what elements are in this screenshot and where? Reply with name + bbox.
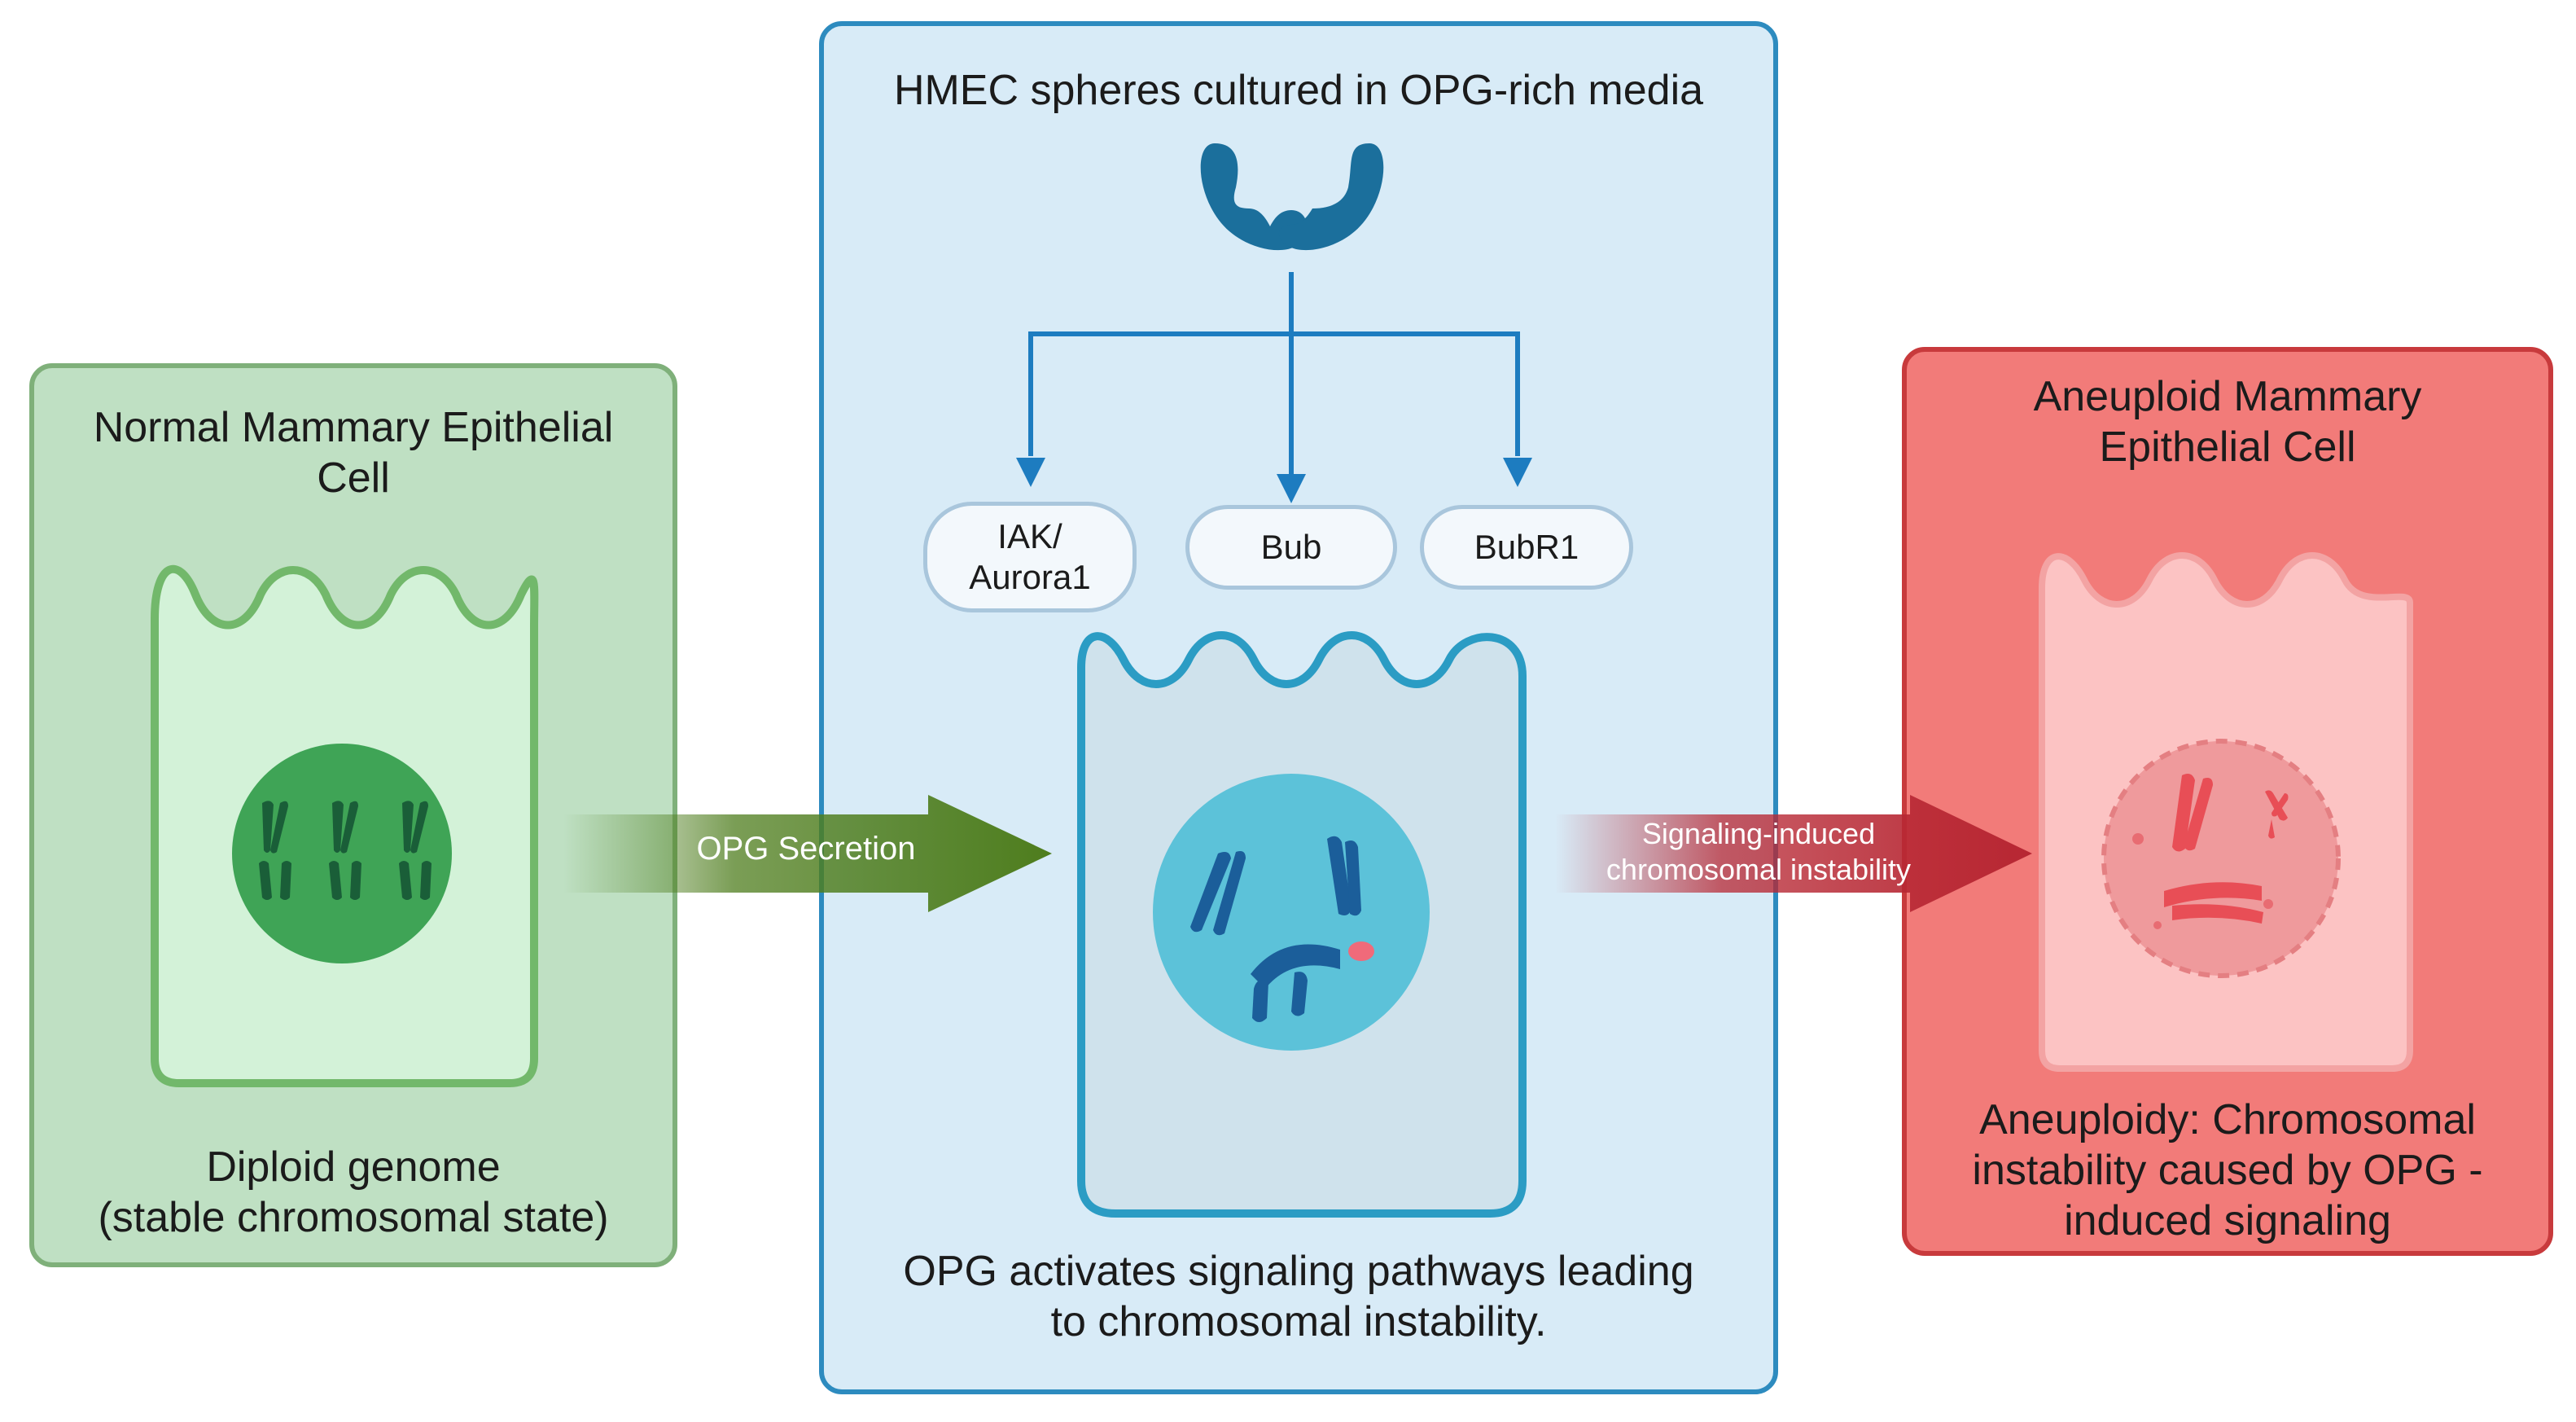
opg-secretion-arrow	[563, 795, 1052, 912]
instability-label-line2: chromosomal instability	[1606, 853, 1912, 886]
aneuploid-caption-line2: instability caused by OPG -	[1972, 1147, 2483, 1194]
aneuploid-title-line1: Aneuploid Mammary	[2033, 373, 2422, 420]
pill-bubr1-label: BubR1	[1474, 528, 1579, 566]
aneuploid-nucleus	[2101, 739, 2341, 978]
normal-cell-title: Normal Mammary Epithelial Cell	[29, 402, 677, 503]
signaling-caption-line2: to chromosomal instability.	[1050, 1298, 1547, 1345]
opg-receptor-icon	[1200, 143, 1308, 251]
signaling-nucleus	[1153, 774, 1430, 1051]
aneuploid-caption-line1: Aneuploidy: Chromosomal	[1979, 1096, 2476, 1143]
normal-cell-caption: Diploid genome (stable chromosomal state…	[29, 1142, 677, 1243]
instability-arrow	[1555, 795, 2032, 912]
pill-bub-label: Bub	[1260, 528, 1322, 566]
signaling-title: HMEC spheres cultured in OPG-rich media	[893, 67, 1704, 114]
signaling-caption-line1: OPG activates signaling pathways leading	[903, 1248, 1694, 1295]
aneuploid-caption-line3: induced signaling	[2064, 1197, 2391, 1244]
pill-iak-line1: IAK/	[997, 517, 1062, 555]
normal-cell-caption-line2: (stable chromosomal state)	[98, 1194, 609, 1241]
aneuploid-caption: Aneuploidy: Chromosomal instability caus…	[1902, 1095, 2553, 1246]
aneuploid-title-line2: Epithelial Cell	[2099, 424, 2356, 471]
opg-secretion-label: OPG Secretion	[696, 831, 916, 867]
aneuploid-cell-title: Aneuploid Mammary Epithelial Cell	[1902, 371, 2553, 472]
instability-label: Signaling-induced chromosomal instabilit…	[1563, 816, 1954, 888]
pill-bub: Bub	[1185, 505, 1397, 590]
normal-cell-title-line1: Normal Mammary Epithelial	[93, 404, 614, 451]
opg-receptor-icon-right	[1278, 143, 1384, 251]
normal-cell-title-line2: Cell	[317, 454, 390, 502]
diploid-nucleus	[232, 744, 452, 963]
normal-cell-caption-line1: Diploid genome	[206, 1143, 501, 1191]
pill-bubr1: BubR1	[1420, 505, 1633, 590]
pill-iak-aurora1: IAK/ Aurora1	[923, 502, 1137, 612]
instability-label-line1: Signaling-induced	[1641, 817, 1876, 850]
pill-iak-line2: Aurora1	[969, 558, 1091, 596]
signaling-caption: OPG activates signaling pathways leading…	[819, 1246, 1778, 1347]
